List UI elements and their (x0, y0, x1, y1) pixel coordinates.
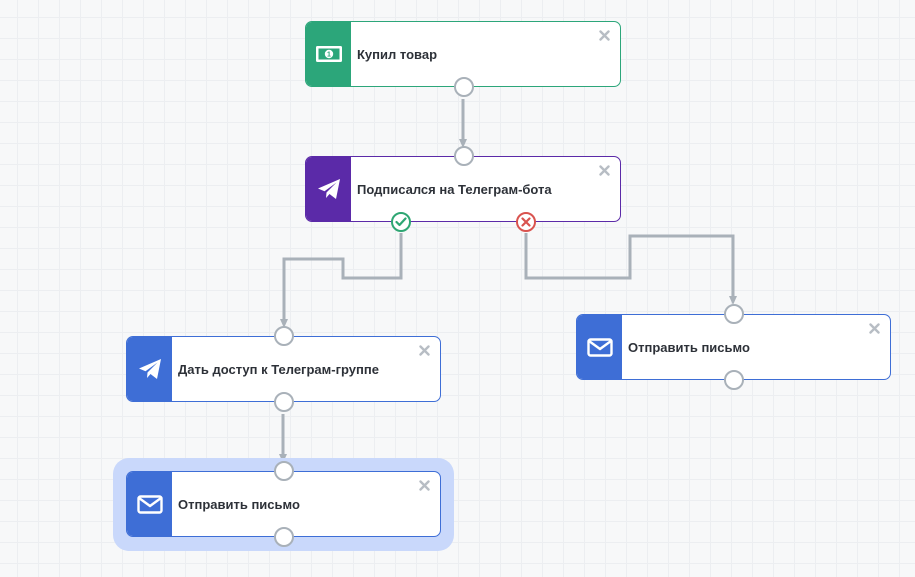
paper-plane-icon (138, 359, 161, 379)
output-port[interactable] (454, 77, 474, 97)
close-icon[interactable] (597, 163, 611, 177)
x-icon (521, 217, 531, 227)
node-send-email-left[interactable]: Отправить письмо (126, 461, 441, 547)
node-icon-box: 1 (306, 22, 351, 86)
node-label: Подписался на Телеграм-бота (357, 181, 552, 197)
input-port[interactable] (454, 146, 474, 166)
node-label: Купил товар (357, 46, 438, 62)
output-port[interactable] (724, 370, 744, 390)
node-icon-box (306, 157, 351, 221)
output-port[interactable] (274, 527, 294, 547)
node-icon-box (127, 472, 172, 536)
close-icon[interactable] (597, 28, 611, 42)
node-label: Отправить письмо (628, 339, 750, 355)
close-icon[interactable] (867, 321, 881, 335)
output-port-yes[interactable] (391, 212, 411, 232)
banknote-icon: 1 (315, 46, 342, 62)
close-icon[interactable] (417, 343, 431, 357)
envelope-icon (586, 337, 613, 357)
input-port[interactable] (274, 461, 294, 481)
node-icon-box (577, 315, 622, 379)
output-port[interactable] (274, 392, 294, 412)
envelope-icon (136, 494, 163, 514)
check-icon (395, 217, 407, 227)
node-label: Отправить письмо (178, 496, 300, 512)
connection-yes-to-give-access[interactable] (280, 233, 403, 328)
node-give-access[interactable]: Дать доступ к Телеграм-группе (126, 326, 441, 412)
svg-text:1: 1 (327, 52, 331, 59)
node-icon-box (127, 337, 172, 401)
input-port[interactable] (274, 326, 294, 346)
node-subscribed-bot[interactable]: Подписался на Телеграм-бота (305, 146, 621, 232)
node-label: Дать доступ к Телеграм-группе (178, 361, 379, 377)
paper-plane-icon (317, 179, 340, 199)
connection-no-to-send-email[interactable] (524, 233, 737, 305)
input-port[interactable] (724, 304, 744, 324)
node-send-email-right[interactable]: Отправить письмо (576, 304, 891, 390)
node-bought-product[interactable]: 1 Купил товар (305, 21, 621, 97)
output-port-no[interactable] (516, 212, 536, 232)
close-icon[interactable] (417, 478, 431, 492)
